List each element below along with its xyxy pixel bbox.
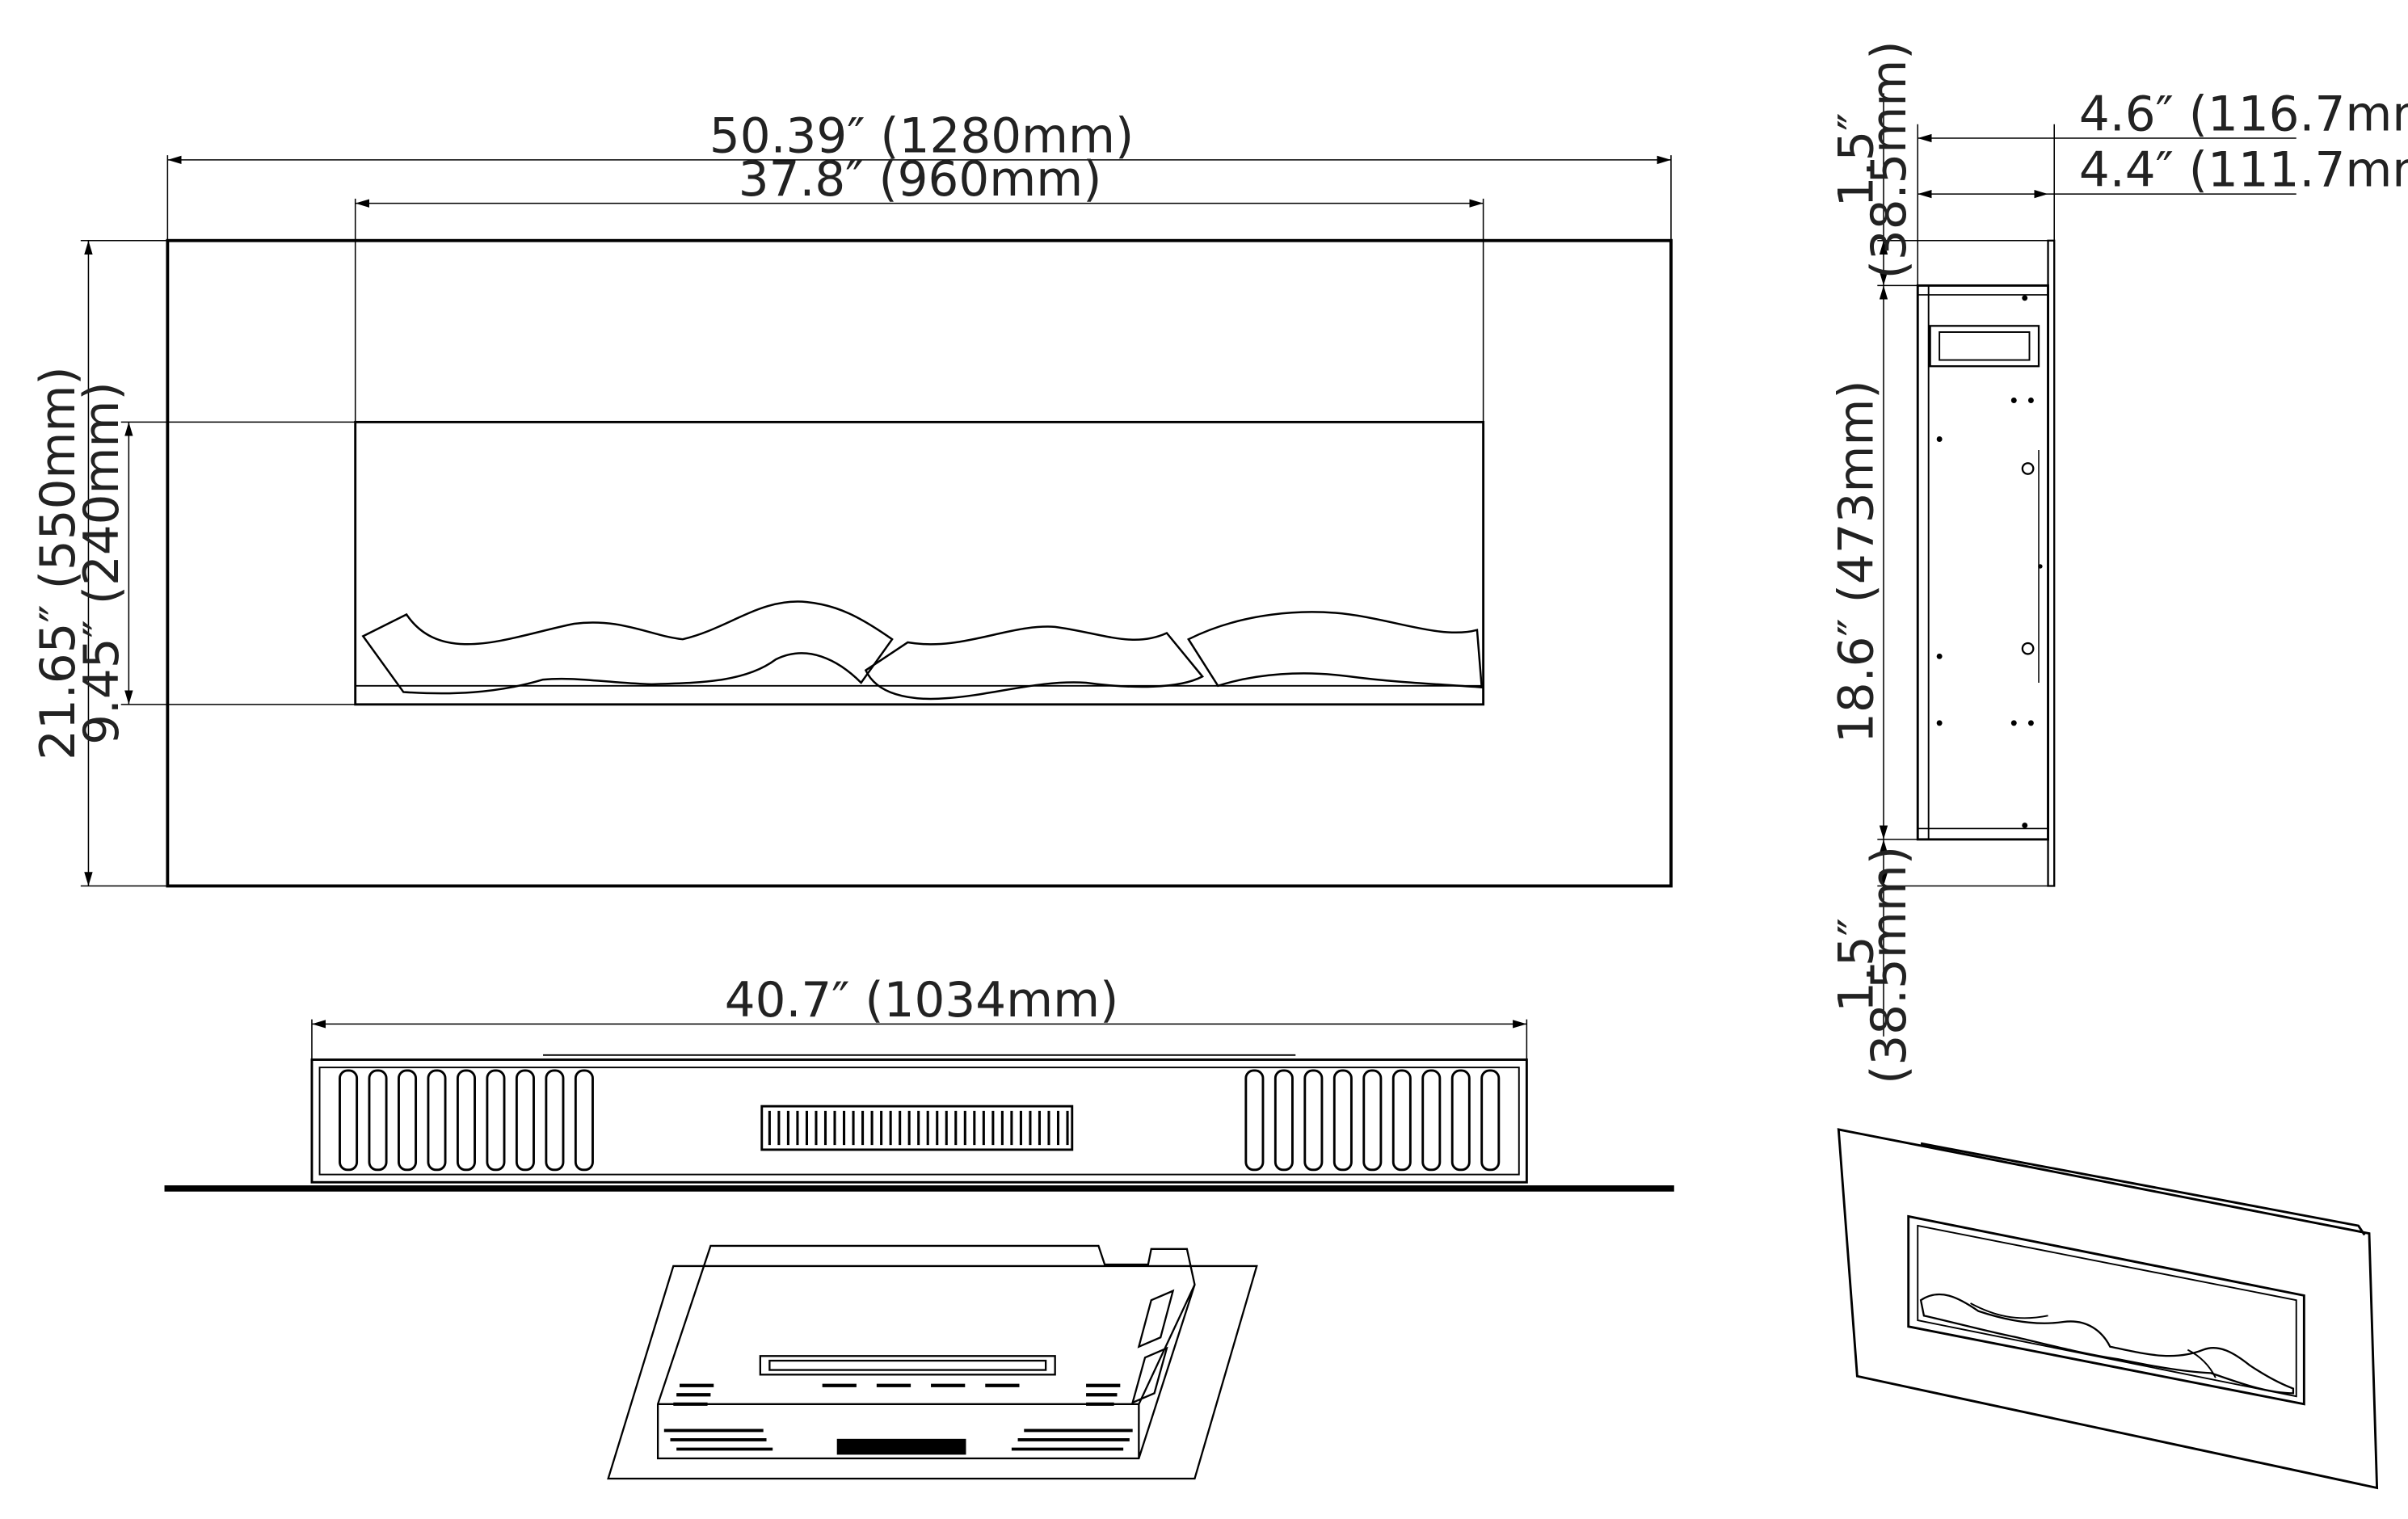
iso-panel-outline bbox=[1837, 1128, 2379, 1490]
window-width-label: 37.8″ (960mm) bbox=[739, 152, 1102, 208]
iso-flame-logs bbox=[1919, 1293, 2295, 1395]
window-height-label: 9.45″ (240mm) bbox=[74, 381, 130, 745]
iso-flame-window bbox=[1907, 1214, 2305, 1406]
overall-width-label: 50.39″ (1280mm) bbox=[709, 108, 1134, 164]
bottom-margin-mm-label: (38.5mm) bbox=[1862, 846, 1918, 1084]
top-body-outline bbox=[310, 1058, 1528, 1184]
front-view: 50.39″ (1280mm) 37.8″ (960mm) 21.65″ (55… bbox=[31, 108, 1673, 888]
flame-logs bbox=[361, 600, 1484, 701]
front-panel-outline bbox=[166, 238, 1673, 888]
rear-glass-panel bbox=[607, 1264, 1258, 1480]
body-width-label: 40.7″ (1034mm) bbox=[725, 973, 1119, 1029]
rear-iso-view bbox=[607, 1244, 1258, 1480]
top-vents-left bbox=[339, 1069, 594, 1172]
top-glass-line bbox=[164, 1185, 1674, 1192]
depth-overall-label: 4.6″ (116.7mm) bbox=[2079, 86, 2408, 142]
front-iso-view bbox=[1837, 1128, 2379, 1490]
top-margin-inch-label: 1.5″ bbox=[1829, 112, 1885, 207]
side-screw-holes bbox=[1936, 295, 2043, 829]
depth-body-label: 4.4″ (111.7mm) bbox=[2079, 143, 2408, 199]
rear-body bbox=[656, 1244, 1196, 1460]
bottom-margin-inch-label: 1.5″ bbox=[1829, 918, 1885, 1012]
top-vents-right bbox=[1244, 1069, 1501, 1172]
side-view: 4.6″ (116.7mm) 4.4″ (111.7mm) 1.5″ (38.5… bbox=[1829, 40, 2408, 1083]
overall-height-label: 21.65″ (550mm) bbox=[31, 366, 86, 760]
flame-window bbox=[354, 420, 1485, 706]
body-height-label: 18.6″ (473mm) bbox=[1829, 380, 1885, 743]
side-bracket bbox=[1929, 325, 2040, 368]
top-margin-mm-label: (38.5mm) bbox=[1862, 40, 1918, 279]
heater-grille bbox=[760, 1105, 1074, 1151]
side-body bbox=[1916, 284, 2049, 841]
top-view: 40.7″ (1034mm) bbox=[164, 973, 1674, 1192]
